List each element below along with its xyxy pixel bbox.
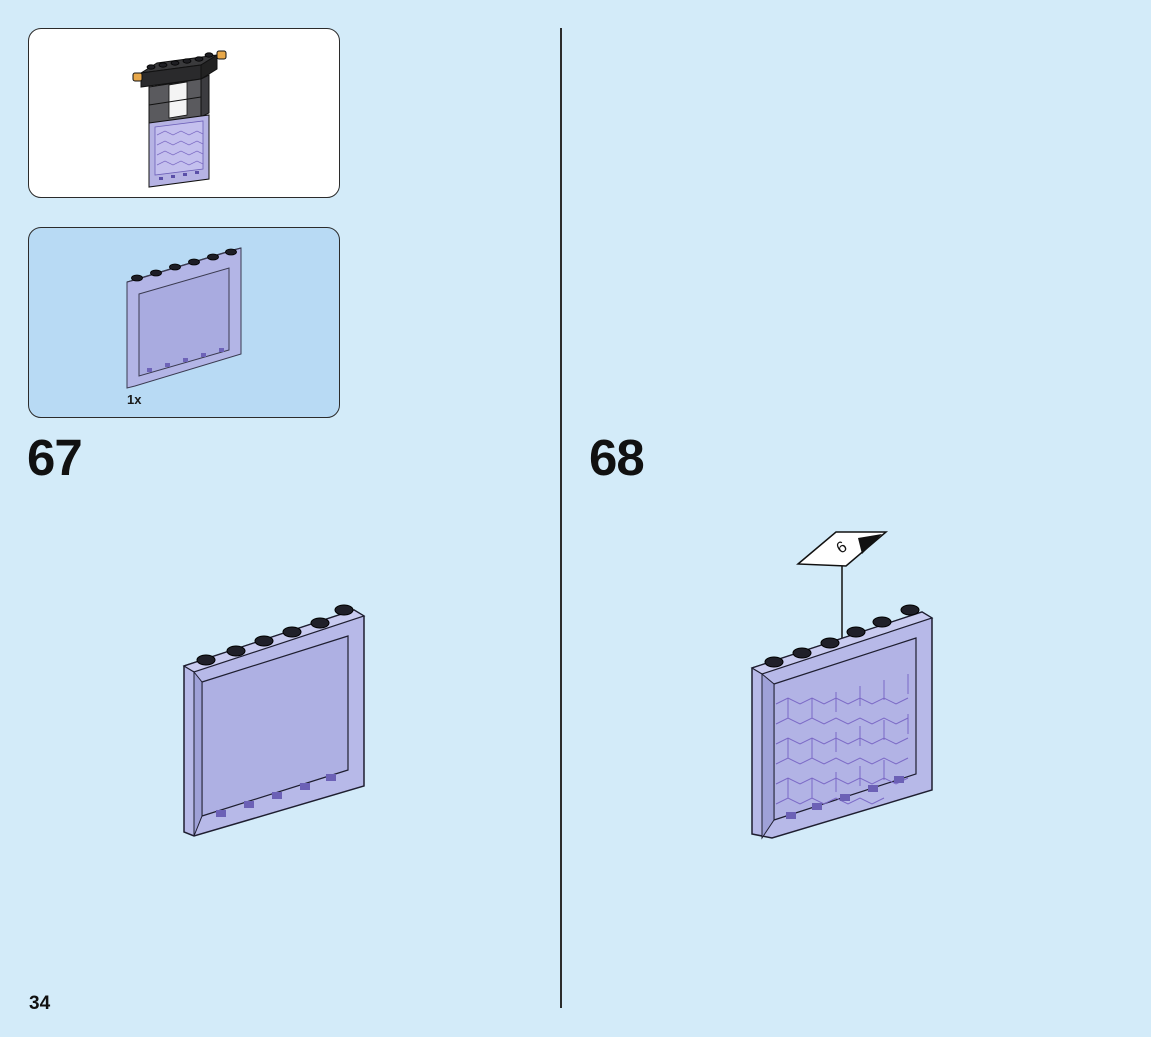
purple-panel-part-icon	[126, 247, 242, 389]
assembly-preview-callout	[28, 28, 340, 198]
part-quantity-label: 1x	[127, 392, 142, 407]
step-68-panel-illustration: 6	[750, 531, 934, 840]
parts-list-callout: 1x	[28, 227, 340, 418]
page-number: 34	[29, 993, 51, 1014]
column-divider	[560, 28, 562, 1008]
step-67-panel-illustration	[182, 604, 366, 837]
step-number-67: 67	[27, 429, 83, 486]
assembly-preview-icon	[132, 50, 227, 188]
step-number-68: 68	[589, 429, 645, 486]
